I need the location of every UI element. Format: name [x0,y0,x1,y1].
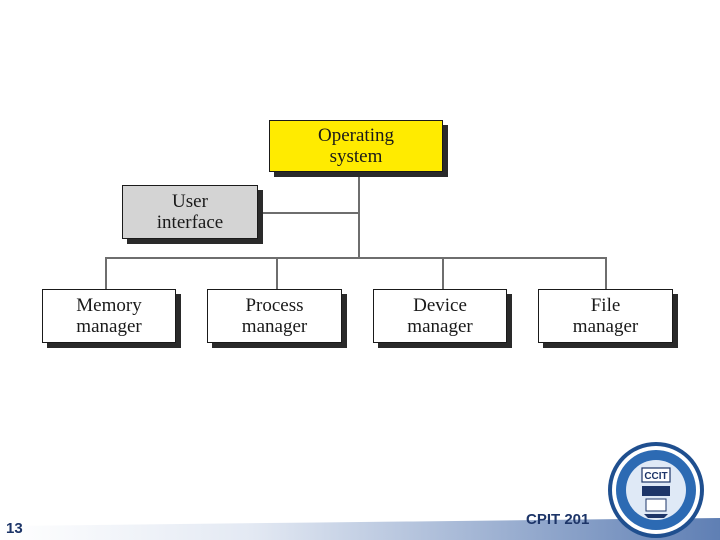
user-interface-box: User interface [122,185,258,239]
process-manager-box: Process manager [207,289,342,343]
operating-system-label-line2: system [329,146,383,167]
device-manager-label-line1: Device [413,295,467,316]
device-manager-label-line2: manager [407,316,473,337]
connector-file [605,257,607,289]
memory-manager-box: Memory manager [42,289,176,343]
operating-system-box: Operating system [269,120,443,172]
device-manager-box: Device manager [373,289,507,343]
connector-horizontal-bus [105,257,607,259]
file-manager-box: File manager [538,289,673,343]
file-manager-label-line2: manager [572,316,639,337]
memory-manager-label-line1: Memory [76,295,142,316]
page-number: 13 [6,520,23,537]
connector-trunk [358,170,360,258]
svg-text:CCIT: CCIT [644,471,667,482]
footer-band [0,518,720,540]
university-seal-logo: CCIT [608,442,704,538]
course-label: CPIT 201 [526,511,590,528]
connector-user-interface [256,212,359,214]
connector-device [442,257,444,289]
process-manager-label-line2: manager [241,316,308,337]
operating-system-label-line1: Operating [318,125,394,146]
user-interface-label-line1: User [172,191,208,212]
user-interface-label-line2: interface [156,212,224,233]
file-manager-label-line1: File [590,295,621,316]
connector-memory [105,257,107,289]
connector-process [276,257,278,289]
process-manager-label-line1: Process [245,295,304,316]
memory-manager-label-line2: manager [76,316,142,337]
